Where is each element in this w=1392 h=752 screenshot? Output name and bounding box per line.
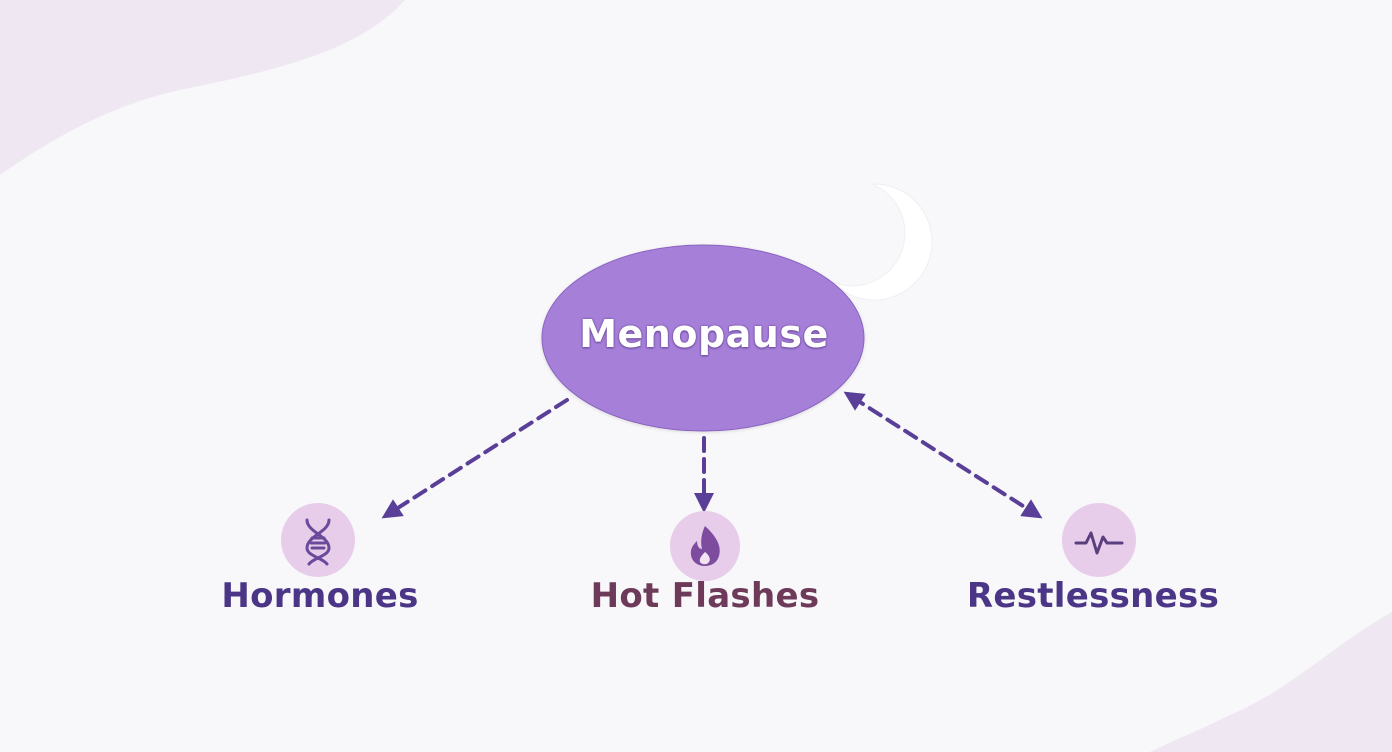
arrow-to-hormones	[381, 398, 569, 519]
arrow-to-restlessness	[843, 391, 1043, 519]
hot-flashes-label: Hot Flashes	[590, 576, 820, 616]
background-blob-top-left	[0, 0, 405, 175]
hormones-label: Hormones	[221, 576, 419, 616]
hormones-icon-circle[interactable]	[281, 503, 355, 577]
crescent-moon-icon	[831, 183, 933, 301]
restlessness-icon-circle[interactable]	[1062, 503, 1136, 577]
heartbeat-icon	[1074, 531, 1124, 555]
flame-icon	[690, 526, 720, 566]
menopause-label: Menopause	[579, 312, 829, 356]
dna-icon	[305, 518, 331, 566]
restlessness-label: Restlessness	[966, 576, 1220, 616]
menopause-node[interactable]	[541, 244, 865, 432]
background-blob-bottom-right	[1150, 612, 1392, 752]
